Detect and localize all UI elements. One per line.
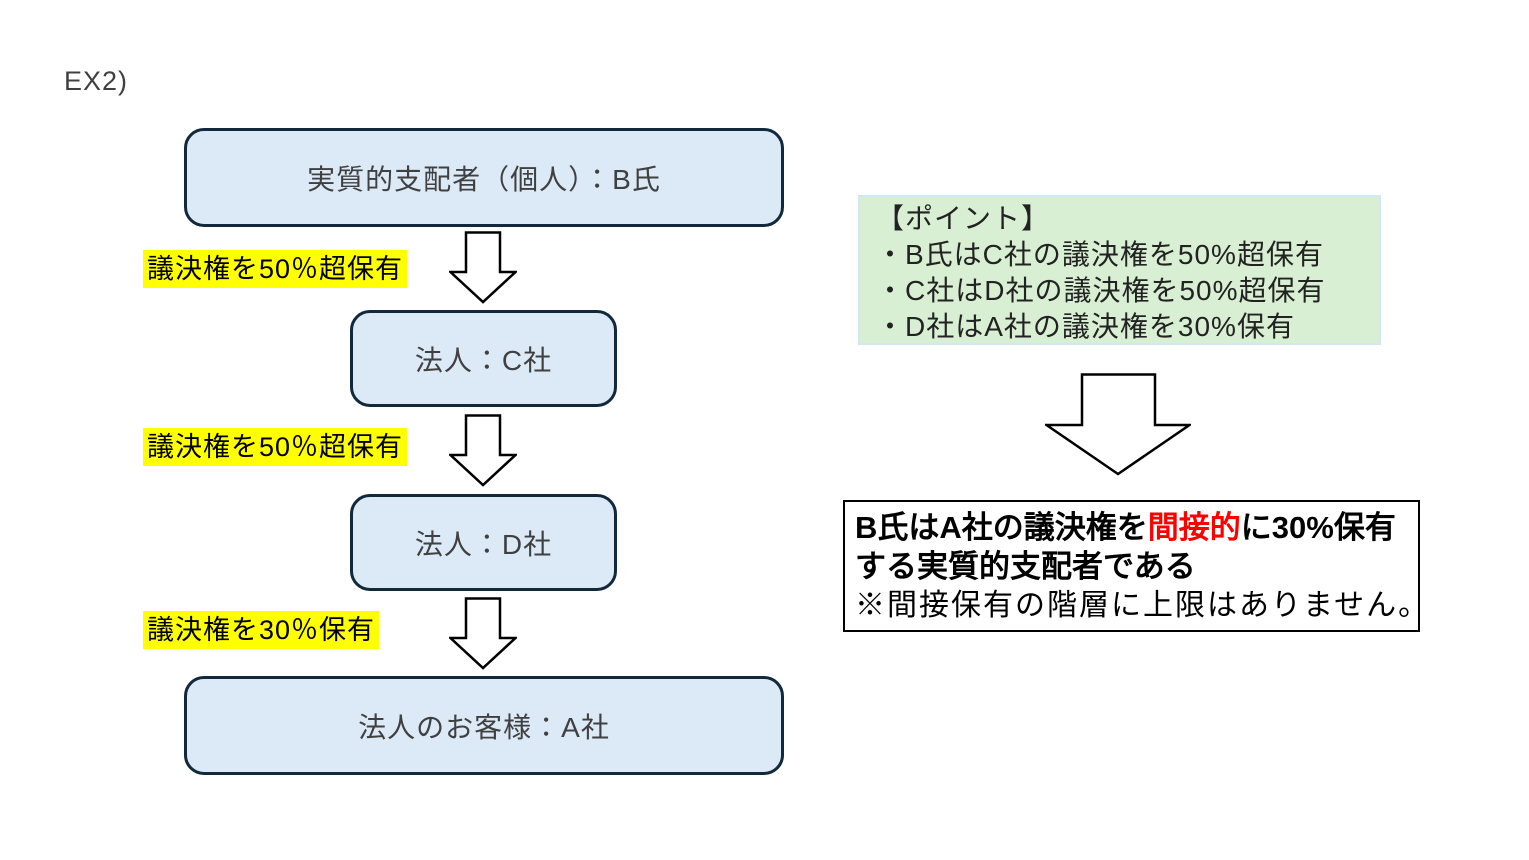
node-company-c: 法人：C社 — [350, 310, 617, 407]
conclusion-text-highlight: 間接的 — [1147, 510, 1241, 545]
node-beneficial-owner: 実質的支配者（個人）：B氏 — [184, 128, 784, 227]
points-panel: 【ポイント】 ・B氏はC社の議決権を50%超保有 ・C社はD社の議決権を50%超… — [858, 195, 1381, 345]
points-item-1: ・B氏はC社の議決権を50%超保有 — [876, 239, 1324, 270]
node-company-d: 法人：D社 — [350, 494, 617, 591]
node-customer-company-a: 法人のお客様：A社 — [184, 676, 784, 775]
points-item-3: ・D社はA社の議決権を30%保有 — [876, 311, 1295, 342]
conclusion-text-pre: B氏はA社の議決権を — [855, 510, 1148, 545]
example-label: EX2) — [64, 66, 129, 96]
block-down-arrow-icon — [1045, 373, 1191, 476]
block-down-arrow-icon — [449, 597, 517, 670]
edge-label-voting-rights-2: 議決権を50％超保有 — [143, 428, 408, 466]
conclusion-box: B氏はA社の議決権を間接的に30%保有する実質的支配者である ※間接保有の階層に… — [843, 500, 1428, 632]
block-down-arrow-icon — [449, 414, 517, 487]
conclusion-statement: B氏はA社の議決権を間接的に30%保有する実質的支配者である — [855, 508, 1410, 586]
block-down-arrow-icon — [449, 231, 517, 304]
points-item-2: ・C社はD社の議決権を50%超保有 — [876, 275, 1326, 306]
edge-label-voting-rights-1: 議決権を50％超保有 — [143, 250, 408, 288]
conclusion-text-post: に30%保有する実質的支配者である — [855, 510, 1396, 584]
edge-label-voting-rights-3: 議決権を30％保有 — [143, 611, 380, 649]
points-title: 【ポイント】 — [876, 203, 1051, 234]
conclusion-note: ※間接保有の階層に上限はありません。 — [855, 589, 1431, 622]
